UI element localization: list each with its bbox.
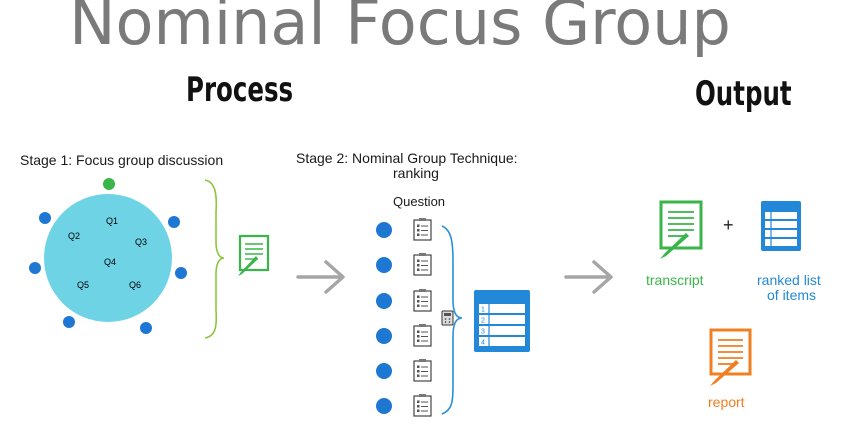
output-heading: Output — [695, 74, 792, 114]
question-q3: Q3 — [135, 237, 147, 247]
moderator-dot — [103, 178, 115, 190]
question-q4: Q4 — [104, 257, 116, 267]
ranking-table-icon: 1 2 3 4 — [474, 290, 530, 352]
report-icon — [709, 328, 752, 386]
ranked-list-label-line1: ranked list — [757, 272, 821, 288]
svg-text:3: 3 — [481, 329, 485, 336]
discussion-circle — [44, 194, 172, 322]
svg-text:2: 2 — [481, 318, 485, 325]
question-q5: Q5 — [77, 280, 89, 290]
ballot-icon — [413, 218, 432, 241]
participant-group — [29, 212, 187, 334]
stage1-brace — [204, 179, 225, 339]
participant-dot — [63, 316, 75, 328]
ranked-list-icon — [761, 201, 801, 251]
ballot-icon — [413, 324, 432, 347]
question-q6: Q6 — [129, 280, 141, 290]
ballot-icon — [413, 289, 432, 312]
ranking-participants — [376, 218, 432, 417]
arrow-icon — [296, 260, 345, 294]
participant-dot — [140, 322, 152, 334]
stage2-label-line2: ranking — [393, 165, 439, 181]
transcript-icon — [659, 200, 703, 259]
transcript-label: transcript — [646, 272, 704, 288]
participant-dot — [39, 212, 51, 224]
plus-sign: + — [723, 215, 734, 235]
participant-dot — [168, 216, 180, 228]
question-q2: Q2 — [68, 231, 80, 241]
stage2-label-line1: Stage 2: Nominal Group Technique: — [296, 150, 518, 166]
process-heading: Process — [186, 70, 294, 110]
report-label: report — [708, 394, 745, 410]
stage1-transcript-icon — [238, 234, 270, 276]
ballot-icon — [413, 359, 432, 382]
svg-text:4: 4 — [481, 340, 485, 347]
ranked-list-label-line2: of items — [767, 287, 817, 303]
participant-dot — [175, 267, 187, 279]
ballot-icon — [413, 394, 432, 417]
ballot-icon — [413, 253, 432, 276]
stage1-label: Stage 1: Focus group discussion — [20, 152, 224, 168]
question-q1: Q1 — [106, 216, 118, 226]
participant-dot — [29, 262, 41, 274]
calculator-icon — [441, 310, 454, 326]
stage2-brace — [441, 225, 463, 415]
question-label: Question — [393, 194, 446, 209]
page-title: Nominal Focus Group — [69, 0, 731, 59]
arrow-icon — [564, 260, 613, 294]
svg-text:1: 1 — [481, 307, 485, 314]
